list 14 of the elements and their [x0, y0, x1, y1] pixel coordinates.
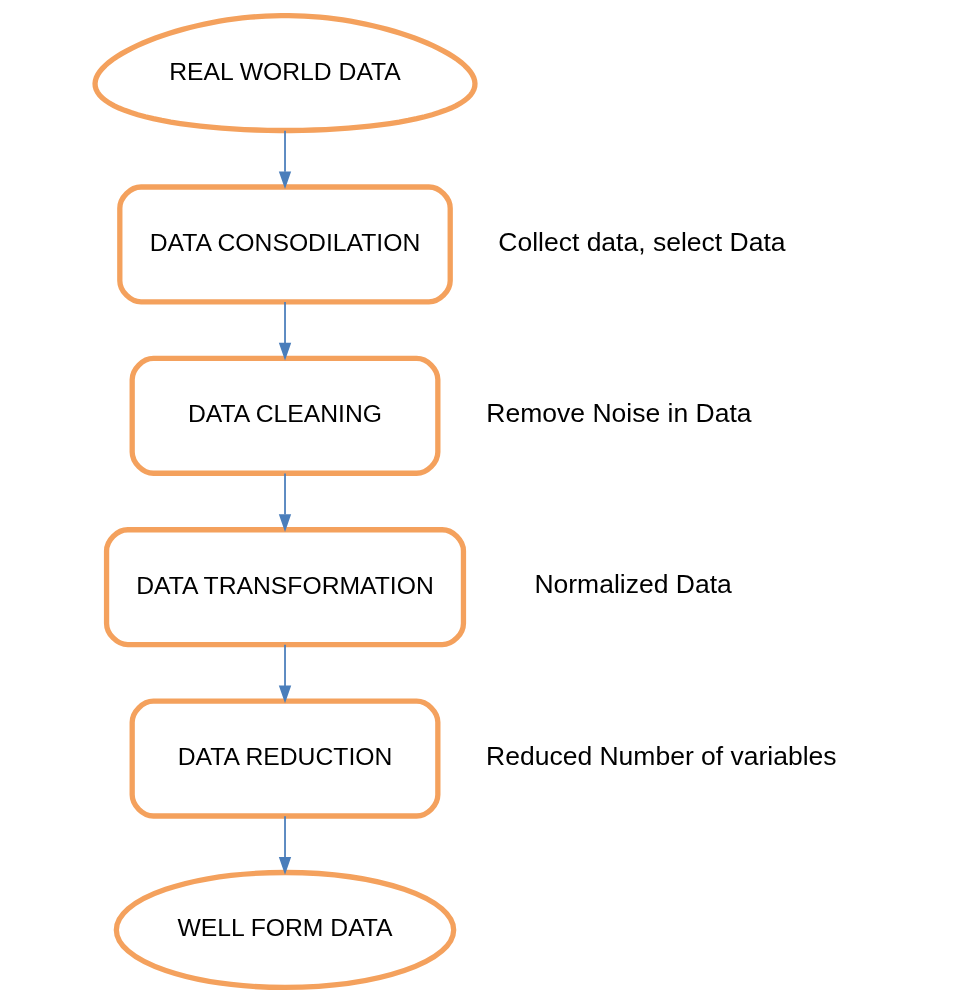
node-label: Normalized Data [534, 569, 732, 600]
node-box: DATA TRANSFORMATION [103, 527, 467, 648]
node-label: Collect data, select Data [498, 226, 786, 257]
node-box: DATA CLEANING [129, 355, 441, 476]
arrow [278, 815, 292, 875]
arrow [278, 129, 292, 190]
arrow [278, 472, 292, 532]
node-label: Remove Noise in Data [486, 398, 752, 428]
arrow [278, 301, 292, 361]
node-box: DATA CONSODILATION [117, 184, 453, 305]
node-ellipse: WELL FORM DATA [113, 869, 457, 990]
node-box: DATA REDUCTION [129, 698, 441, 819]
node-label: Reduced Number of variables [486, 740, 837, 771]
arrow [278, 643, 292, 704]
